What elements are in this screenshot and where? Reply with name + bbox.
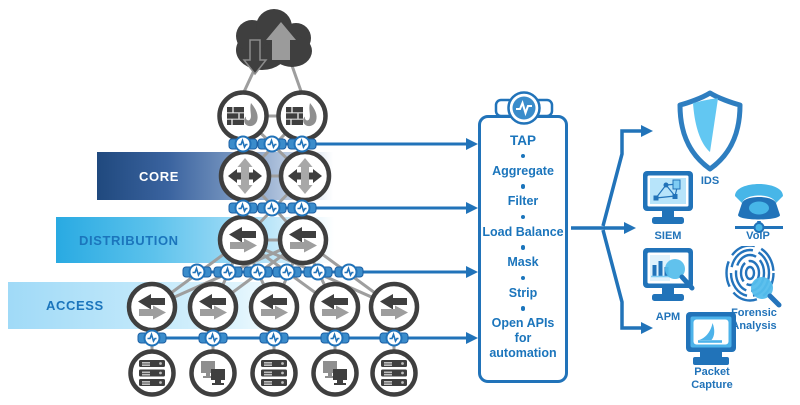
tap-function-aggregate: Aggregate <box>492 163 554 178</box>
forensic-analysis-label: Forensic Analysis <box>731 307 777 332</box>
tap-icon <box>228 135 258 153</box>
ids-label: IDS <box>700 175 720 187</box>
tool-branch-lines <box>571 129 641 330</box>
tap-icon <box>303 263 333 281</box>
tap-function-open-apis: Open APIs for automation <box>489 316 557 360</box>
firewall-node <box>279 93 326 140</box>
tap-icon <box>213 263 243 281</box>
distribution-switch-node <box>280 217 326 263</box>
access-switch-node <box>312 284 358 330</box>
bullet <box>520 245 526 250</box>
tap-function-filter: Filter <box>507 194 539 208</box>
tap-feed-arrowheads <box>466 138 478 344</box>
internet-cloud-icon <box>236 9 312 76</box>
access-switch-node <box>129 284 175 330</box>
core-router-node <box>221 152 269 200</box>
access-switch-node <box>190 284 236 330</box>
download-arrow-icon <box>242 39 268 76</box>
tap-icon <box>137 329 167 347</box>
tap-icon <box>287 199 317 217</box>
tap-icon <box>182 263 212 281</box>
fingerprint-magnifier-icon <box>725 246 782 308</box>
server-node <box>373 352 416 395</box>
bullet <box>520 275 526 280</box>
tap-icon <box>243 263 273 281</box>
tap-icon <box>320 329 350 347</box>
core-layer-label: CORE <box>139 168 179 184</box>
core-router-node <box>281 152 329 200</box>
bullet <box>520 184 526 189</box>
access-switch-node <box>251 284 297 330</box>
tap-function-mask: Mask <box>507 255 539 269</box>
bullet <box>520 153 526 158</box>
access-switch-node <box>371 284 417 330</box>
distribution-switch-node <box>220 217 266 263</box>
bullet <box>520 214 526 219</box>
tap-icon <box>379 329 409 347</box>
upload-arrow-icon <box>266 22 296 60</box>
tap-icon <box>228 199 258 217</box>
tap-function-strip: Strip <box>508 285 538 300</box>
access-layer-label: ACCESS <box>46 298 104 313</box>
server-node <box>131 352 174 395</box>
monitor-chart-magnifier-icon <box>643 248 695 301</box>
tap-icon <box>272 263 302 281</box>
bullet <box>520 306 526 311</box>
tap-panel: TAP Aggregate Filter Load Balance Mask S… <box>478 115 568 383</box>
tap-icon <box>198 329 228 347</box>
tap-icon <box>257 135 287 153</box>
server-node <box>253 352 296 395</box>
tap-function-load-balance: Load Balance <box>482 224 564 239</box>
tap-icon <box>257 199 287 217</box>
distribution-layer-label: DISTRIBUTION <box>79 232 179 248</box>
workstation-node <box>192 352 235 395</box>
tap-icon <box>259 329 289 347</box>
tap-icon <box>334 263 364 281</box>
shield-icon <box>677 90 743 172</box>
monitor-network-icon <box>643 171 693 224</box>
tap-icon <box>494 91 554 125</box>
tool-branch-arrowheads <box>624 125 653 334</box>
phone-icon <box>735 184 783 233</box>
siem-label: SIEM <box>654 230 682 242</box>
tap-panel-title: TAP <box>510 133 536 148</box>
workstation-node <box>314 352 357 395</box>
voip-label: VoIP <box>746 230 770 242</box>
firewall-node <box>220 93 267 140</box>
packet-capture-label: Packet Capture <box>691 366 733 391</box>
monitor-shark-fin-icon <box>686 312 736 365</box>
apm-label: APM <box>655 311 681 323</box>
tap-icon <box>287 135 317 153</box>
